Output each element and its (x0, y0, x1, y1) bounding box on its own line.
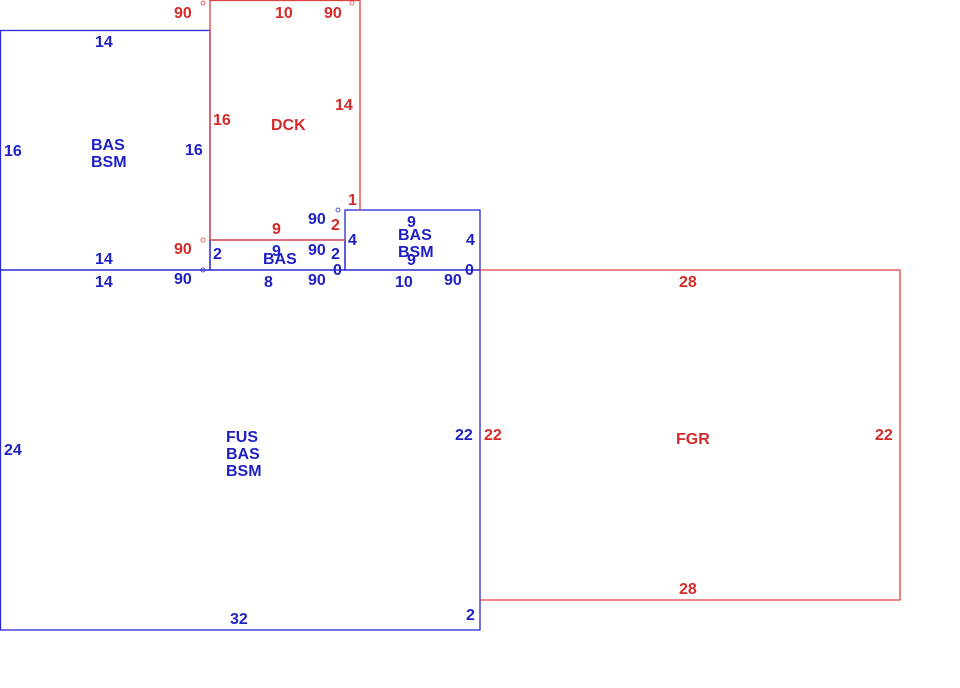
area-label-bas-right: BAS (398, 227, 432, 244)
dimension-label: 32 (230, 611, 248, 628)
angle-label: 90 (308, 272, 326, 289)
corner-marker (200, 267, 206, 273)
dimension-label: 2 (331, 246, 340, 263)
angle-label: 90 (308, 211, 326, 228)
area-label-dck: DCK (271, 117, 306, 134)
dimension-label: 22 (455, 427, 473, 444)
area-label-fus: FUS (226, 429, 258, 446)
area-label-bsm-right: BSM (398, 244, 434, 261)
fgr-outline (480, 269, 901, 601)
dimension-label: 22 (875, 427, 893, 444)
angle-label: 90 (174, 5, 192, 22)
dimension-label: 9 (272, 221, 281, 238)
dimension-label: 0 (465, 262, 474, 279)
dimension-label: 28 (679, 581, 697, 598)
corner-marker (200, 0, 206, 6)
corner-marker (335, 207, 341, 213)
dimension-label: 8 (264, 274, 273, 291)
dimension-label: 14 (95, 274, 113, 291)
dimension-label: 9 (272, 243, 281, 260)
dimension-label: 16 (4, 143, 22, 160)
fus-bas-bsm-outline (0, 269, 481, 631)
angle-label: 90 (308, 242, 326, 259)
dimension-label: 0 (333, 262, 342, 279)
dimension-label: 2 (466, 607, 475, 624)
angle-label: 90 (444, 272, 462, 289)
area-label-bas-main: BAS (226, 446, 260, 463)
dimension-label: 10 (395, 274, 413, 291)
angle-label: 90 (174, 271, 192, 288)
area-label-bas-small: BAS (263, 251, 297, 268)
dimension-label: 14 (95, 34, 113, 51)
area-label-bas: BAS (91, 137, 125, 154)
area-label-bsm: BSM (91, 154, 127, 171)
corner-marker (200, 237, 206, 243)
dimension-label: 1 (348, 192, 357, 209)
dimension-label: 10 (275, 5, 293, 22)
dimension-label: 14 (335, 97, 353, 114)
dimension-label: 16 (185, 142, 203, 159)
dimension-label: 2 (213, 246, 222, 263)
dimension-label: 4 (348, 232, 357, 249)
dimension-label: 9 (407, 214, 416, 231)
dimension-label: 9 (407, 252, 416, 269)
dimension-label: 14 (95, 251, 113, 268)
dimension-label: 2 (331, 217, 340, 234)
dimension-label: 16 (213, 112, 231, 129)
corner-marker (349, 0, 355, 6)
angle-label: 90 (174, 241, 192, 258)
dck-outline (209, 0, 361, 240)
area-label-bsm-main: BSM (226, 463, 262, 480)
dimension-label: 22 (484, 427, 502, 444)
dimension-label: 24 (4, 442, 22, 459)
area-label-fgr: FGR (676, 431, 710, 448)
dimension-label: 28 (679, 274, 697, 291)
angle-label: 90 (324, 5, 342, 22)
dimension-label: 4 (466, 232, 475, 249)
